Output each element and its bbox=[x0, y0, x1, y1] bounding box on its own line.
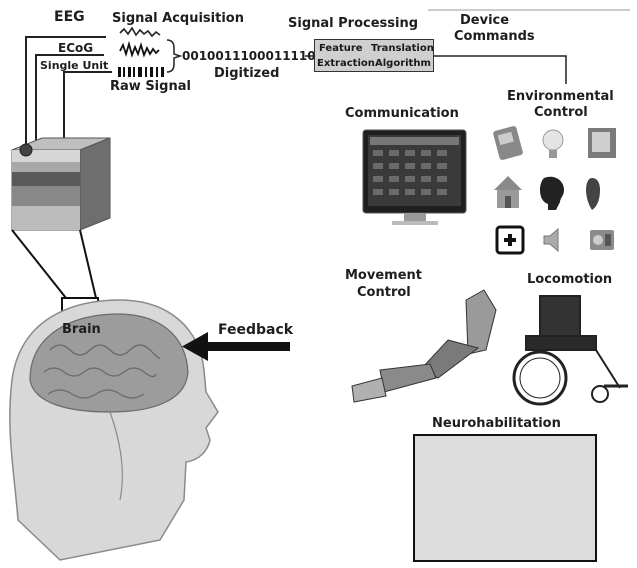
device-commands-line1: Device bbox=[460, 13, 510, 28]
ecog-label: ECoG bbox=[58, 41, 94, 55]
tv-icon bbox=[588, 128, 616, 158]
house-icon bbox=[494, 176, 522, 208]
phone-icon bbox=[493, 126, 523, 160]
environmental-control-line2: Control bbox=[534, 105, 588, 120]
lightbulb-icon bbox=[542, 129, 564, 158]
speaker-icon bbox=[543, 227, 559, 253]
ecog-waveform bbox=[119, 40, 160, 58]
locomotion-label: Locomotion bbox=[527, 272, 613, 287]
keyboard-grid bbox=[373, 150, 447, 195]
hand-icon bbox=[586, 178, 600, 210]
wheelchair bbox=[512, 295, 628, 406]
environmental-control-line1: Environmental bbox=[507, 89, 614, 104]
single-unit-label: Single Unit bbox=[40, 59, 109, 72]
signal-processing-title: Signal Processing bbox=[288, 16, 419, 31]
neurohabilitation-frame bbox=[413, 434, 597, 562]
device-commands-line bbox=[434, 55, 567, 84]
plus-icon bbox=[495, 225, 525, 255]
digitized-bits: 0010011100011110 10 bbox=[182, 49, 337, 63]
radio-icon bbox=[590, 230, 614, 250]
feedback-label: Feedback bbox=[218, 322, 294, 338]
extraction-label: Extraction bbox=[317, 58, 375, 69]
algorithm-label: Algorithm bbox=[375, 58, 431, 69]
feedback-arrow bbox=[182, 332, 290, 361]
head-icon bbox=[540, 176, 564, 210]
head-silhouette bbox=[9, 299, 219, 561]
eeg-label: EEG bbox=[54, 9, 85, 25]
feature-label: Feature bbox=[319, 43, 363, 54]
digitized-label: Digitized bbox=[214, 66, 280, 81]
prosthetic-arm bbox=[351, 289, 497, 403]
cortex-block bbox=[11, 137, 111, 231]
translation-label: Translation bbox=[371, 43, 434, 54]
brain-label: Brain bbox=[62, 322, 101, 337]
communication-label: Communication bbox=[345, 106, 459, 121]
movement-control-line2: Control bbox=[357, 285, 411, 300]
raw-signal-label: Raw Signal bbox=[110, 79, 191, 94]
movement-control-line1: Movement bbox=[345, 268, 422, 283]
ecog-line bbox=[35, 54, 104, 180]
signal-acquisition-title: Signal Acquisition bbox=[112, 11, 244, 26]
eeg-line bbox=[25, 36, 106, 150]
single-unit-spikes bbox=[118, 67, 164, 77]
eeg-waveform bbox=[119, 26, 161, 38]
device-commands-line2: Commands bbox=[454, 29, 535, 44]
neurohabilitation-label: Neurohabilitation bbox=[432, 416, 561, 431]
signal-processing-box: Feature Extraction Translation Algorithm bbox=[314, 39, 434, 72]
